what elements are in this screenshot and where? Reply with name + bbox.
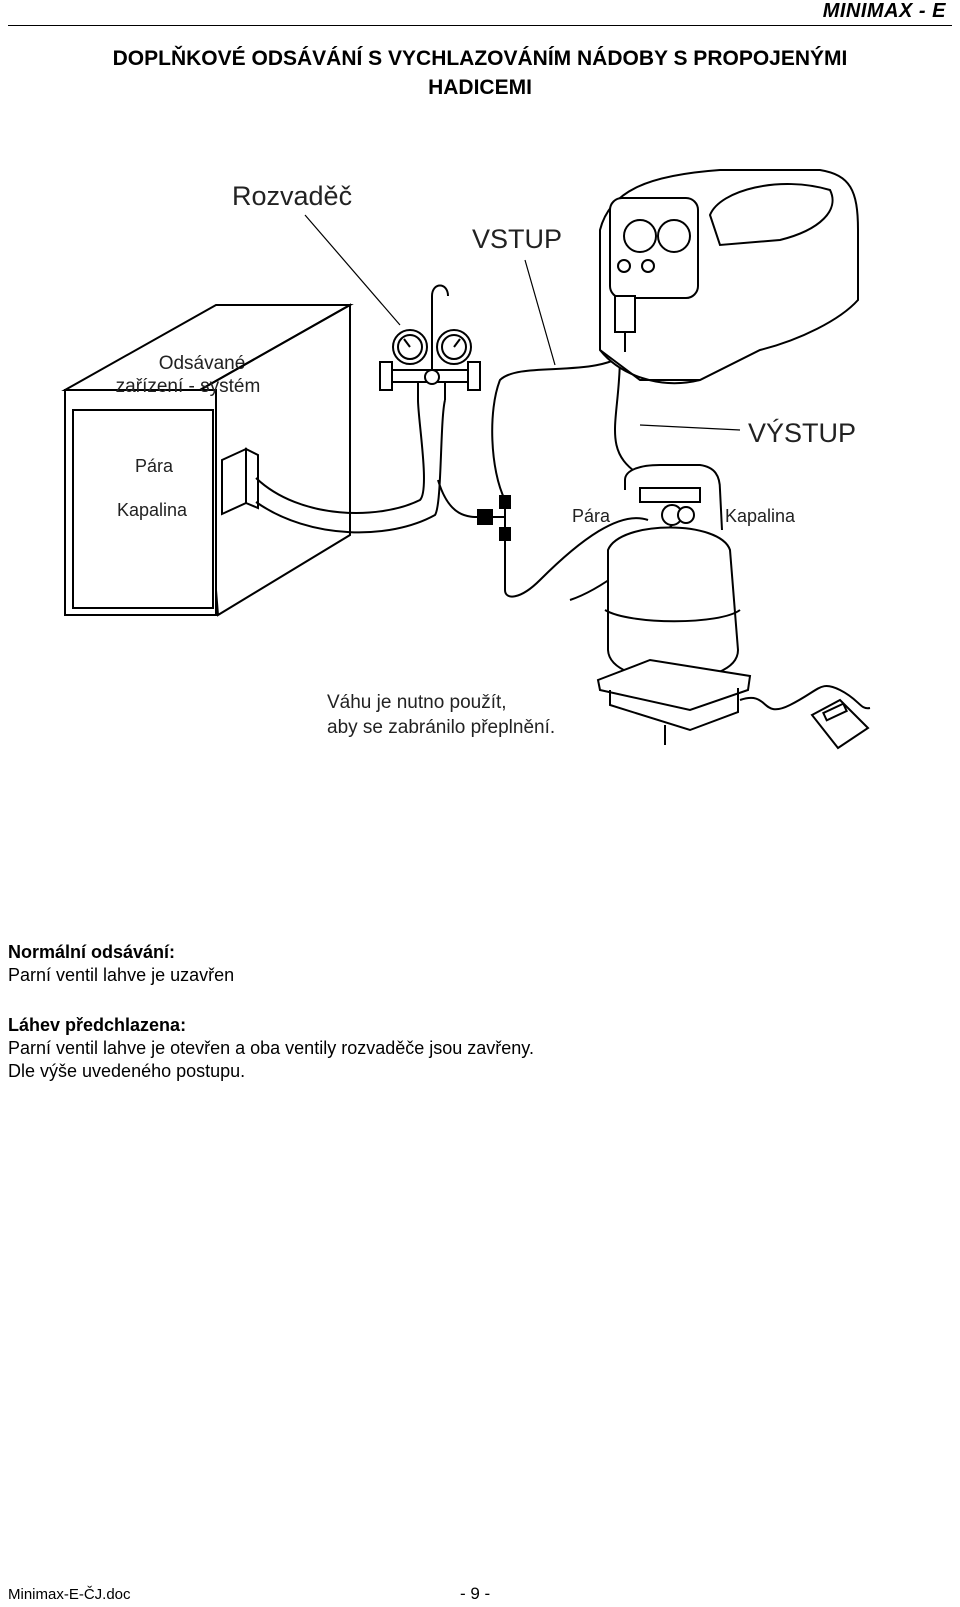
label-system-vapor: Pára	[135, 456, 174, 476]
label-system-line2: zařízení - systém	[116, 376, 261, 397]
header-rule	[8, 25, 952, 26]
scale-controller	[739, 685, 871, 750]
recovery-diagram: Rozvaděč VSTUP VÝSTUP Odsávané zařízení …	[61, 169, 871, 750]
label-scale-note-line1: Váhu je nutno použít,	[327, 692, 507, 713]
section-heading: Láhev předchlazena:	[8, 1015, 187, 1035]
footer-filename: Minimax-E-ČJ.doc	[8, 1586, 131, 1603]
system-connector	[221, 447, 259, 516]
section-line: Parní ventil lahve je uzavřen	[8, 965, 235, 985]
label-system-line1: Odsávané	[159, 353, 246, 374]
system-box	[61, 303, 354, 617]
header-brand: MINIMAX - E	[822, 0, 946, 22]
weighing-scale	[596, 658, 752, 745]
page-title: DOPLŇKOVÉ ODSÁVÁNÍ S VYCHLAZOVÁNÍM NÁDOB…	[0, 44, 960, 102]
page-title-line1: DOPLŇKOVÉ ODSÁVÁNÍ S VYCHLAZOVÁNÍM NÁDOB…	[112, 47, 848, 70]
recovery-unit	[599, 169, 859, 385]
section-line: Parní ventil lahve je otevřen a oba vent…	[8, 1038, 534, 1058]
leader-lines	[304, 214, 741, 431]
section-line: Dle výše uvedeného postupu.	[8, 1061, 246, 1081]
section-normal-recovery: Normální odsávání: Parní ventil lahve je…	[8, 941, 234, 987]
label-tank-vapor: Pára	[572, 506, 611, 526]
manifold-gauges	[379, 284, 481, 400]
section-heading: Normální odsávání:	[8, 942, 176, 962]
page-title-line2: HADICEMI	[428, 76, 532, 99]
refrigerant-tank	[604, 464, 741, 681]
label-inlet: VSTUP	[472, 224, 562, 254]
section-tank-precooled: Láhev předchlazena: Parní ventil lahve j…	[8, 1014, 534, 1083]
label-system-liquid: Kapalina	[117, 500, 188, 520]
label-tank-liquid: Kapalina	[725, 506, 796, 526]
label-scale-note-line2: aby se zabránilo přeplnění.	[327, 717, 555, 738]
footer-page-number: - 9 -	[460, 1584, 491, 1603]
label-outlet: VÝSTUP	[748, 418, 856, 448]
label-manifold: Rozvaděč	[232, 181, 352, 211]
